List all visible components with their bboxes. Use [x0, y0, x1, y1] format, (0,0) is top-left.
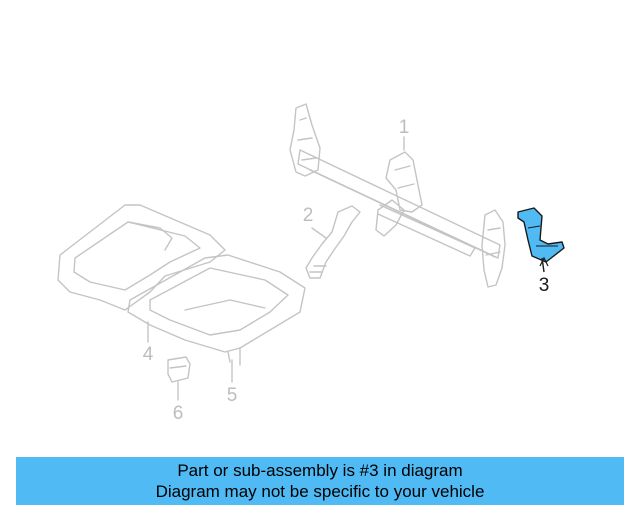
banner-line-1: Part or sub-assembly is #3 in diagram	[177, 461, 463, 480]
seat-frame-part	[289, 103, 506, 288]
banner-line-2: Diagram may not be specific to your vehi…	[155, 482, 485, 501]
seat-cushion-part	[57, 204, 306, 383]
clip-part-6	[167, 356, 191, 401]
info-banner: Part or sub-assembly is #3 in diagram Di…	[16, 457, 624, 505]
callout-label-1: 1	[398, 117, 410, 138]
bracket-part-2	[305, 205, 361, 279]
callout-label-4: 4	[142, 344, 154, 365]
callout-label-3: 3	[538, 275, 550, 296]
callout-label-2: 2	[302, 205, 314, 226]
highlighted-part-3	[517, 207, 565, 273]
callout-label-6: 6	[172, 403, 184, 424]
callout-label-5: 5	[226, 385, 238, 406]
